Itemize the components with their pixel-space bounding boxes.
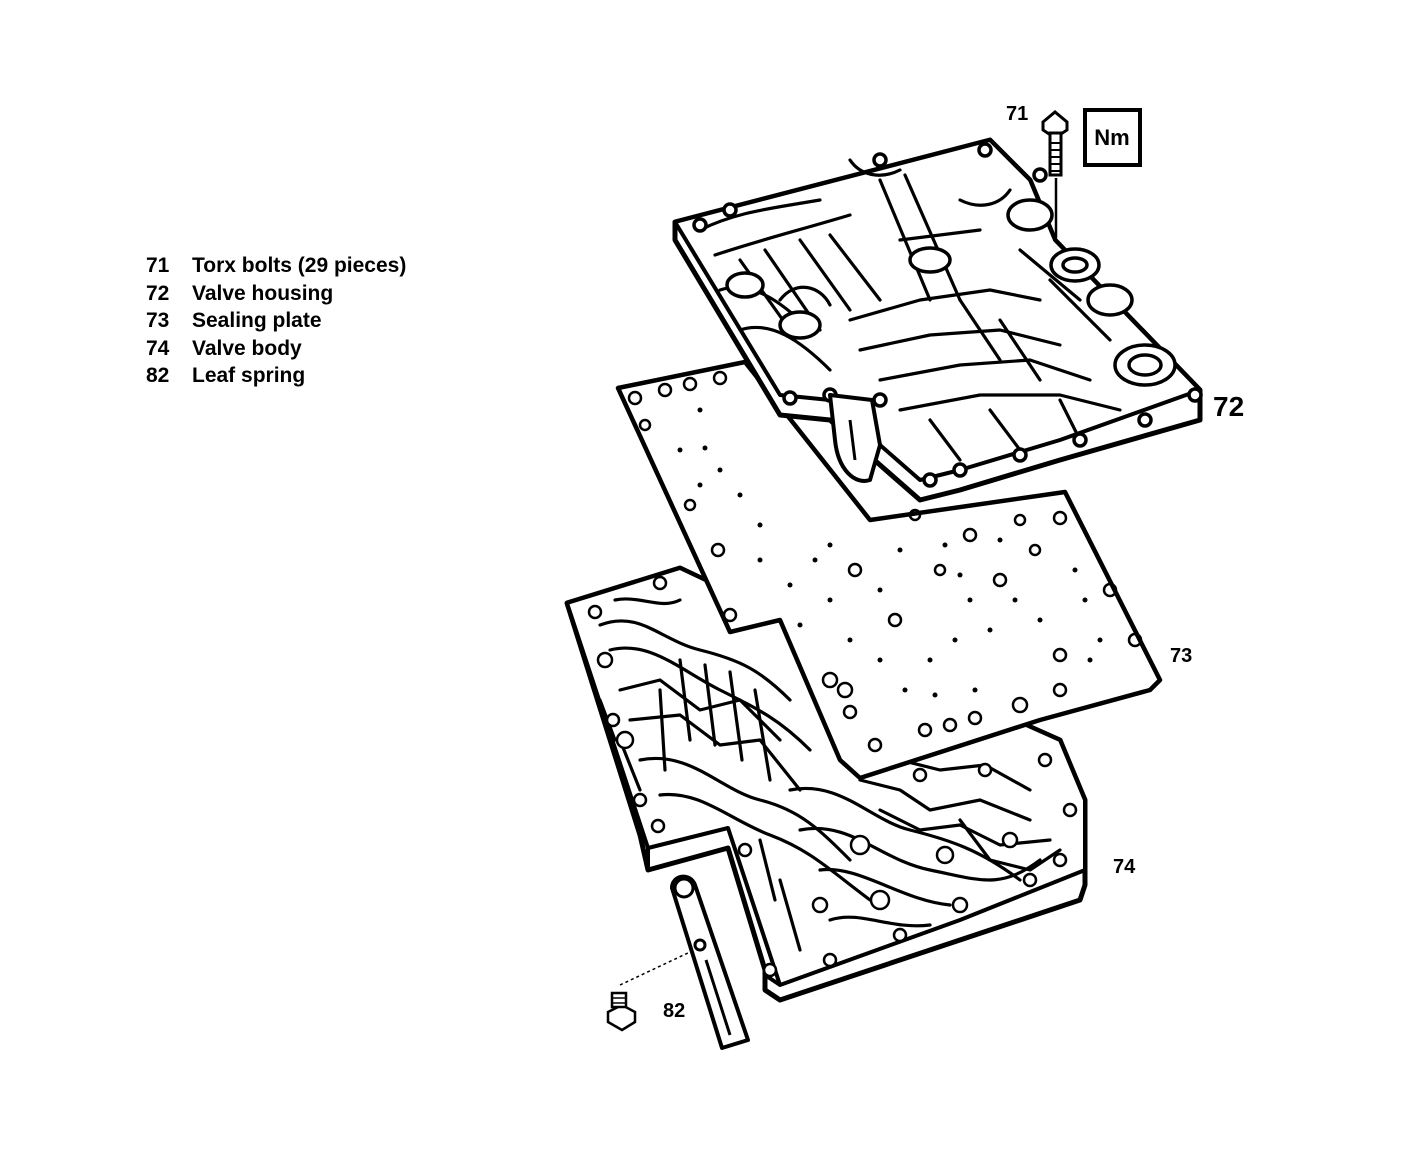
valve-housing-tab-hole bbox=[848, 419, 857, 461]
callout-82: 82 bbox=[663, 1000, 685, 1022]
screw-shank bbox=[610, 991, 628, 1009]
valve-body-holes bbox=[587, 575, 1078, 978]
legend-item: 74 Valve body bbox=[146, 337, 406, 365]
valve-housing-tab bbox=[828, 393, 882, 483]
legend-number: 73 bbox=[146, 309, 170, 332]
bolt-thread bbox=[1050, 142, 1061, 172]
leaf-spring-body bbox=[670, 874, 750, 1050]
parts-legend: 71 Torx bolts (29 pieces) 72 Valve housing… bbox=[146, 254, 406, 392]
sealing-plate bbox=[615, 359, 1163, 781]
valve-body bbox=[564, 565, 1088, 1003]
legend-item: 73 Sealing plate bbox=[146, 309, 406, 337]
callout-73: 73 bbox=[1170, 645, 1192, 667]
screw-head bbox=[606, 1003, 637, 1032]
legend-number: 82 bbox=[146, 364, 170, 387]
sealing-plate-holes bbox=[627, 370, 1143, 753]
torx-bolt bbox=[1041, 110, 1069, 238]
legend-item: 71 Torx bolts (29 pieces) bbox=[146, 254, 406, 282]
legend-label: Valve housing bbox=[192, 281, 334, 305]
valve-housing bbox=[672, 137, 1203, 503]
legend-item: 82 Leaf spring bbox=[146, 364, 406, 392]
legend-number: 72 bbox=[146, 281, 170, 305]
sealing-plate-dots bbox=[677, 407, 1103, 698]
callout-74: 74 bbox=[1113, 856, 1136, 878]
valve-housing-top bbox=[673, 138, 1202, 482]
valve-housing-bores bbox=[692, 142, 1203, 488]
legend-label: Valve body bbox=[192, 336, 302, 360]
leaf-spring bbox=[619, 874, 750, 1050]
leaf-spring-slot bbox=[704, 959, 732, 1036]
legend-number: 71 bbox=[146, 254, 170, 277]
callout-71: 71 bbox=[1006, 103, 1028, 125]
torque-box bbox=[1083, 108, 1142, 167]
bolt-shank bbox=[1048, 131, 1063, 177]
callout-72: 72 bbox=[1213, 391, 1244, 422]
torque-box-label: Nm bbox=[1094, 125, 1129, 150]
legend-number: 74 bbox=[146, 336, 170, 360]
legend-label: Leaf spring bbox=[192, 364, 306, 387]
leaf-spring-hole bbox=[693, 938, 707, 952]
leaf-spring-leader bbox=[619, 951, 691, 986]
legend-label: Torx bolts (29 pieces) bbox=[192, 254, 407, 277]
leaf-spring-eye bbox=[673, 877, 695, 899]
legend-item: 72 Valve housing bbox=[146, 282, 406, 310]
sealing-plate-outline bbox=[615, 359, 1163, 781]
leaf-spring-screw bbox=[606, 991, 637, 1032]
legend-label: Sealing plate bbox=[192, 309, 322, 332]
